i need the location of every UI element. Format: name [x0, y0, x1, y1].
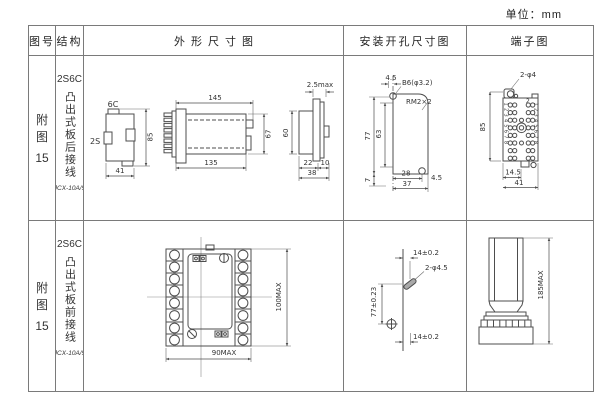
header-fig-no: 图号 [29, 26, 56, 56]
dim-edge-total: 38 [308, 169, 317, 177]
model-label: JCX-10A/5 [56, 184, 84, 192]
header-mounting: 安装开孔尺寸图 [344, 26, 467, 56]
structure-code: 2S6C [56, 239, 82, 250]
unit-label: 单位：mm [505, 9, 562, 21]
front-view: 85 41 6C 2S [90, 100, 155, 179]
label-corner-spec: RM2×2 [406, 98, 432, 106]
dim-edge-height: 60 [282, 129, 290, 138]
dim-vertical-pitch: 77±0.23 [370, 287, 378, 317]
dim-total-height-max: 185MAX [537, 270, 545, 299]
terminal-numbers-left: 12345678 [503, 103, 509, 147]
dim-front-height: 85 [147, 133, 155, 142]
terminal-numbers-right: 12345678 [533, 103, 539, 147]
dim-height-max: 100MAX [275, 282, 283, 311]
label-col-2: 2 [526, 98, 530, 105]
dim-side-length-bottom: 135 [204, 159, 217, 167]
fig-label: 附图 [35, 280, 48, 312]
terminal-strip-right [234, 248, 252, 347]
dim-terminal-height: 85 [479, 123, 487, 132]
dim-width-max: 90MAX [212, 349, 237, 357]
mounting-drawing-front-wiring: 14±0.2 2-φ4.5 77±0.23 14±0.2 [370, 249, 448, 351]
outline-cell-row2: 100MAX 90MAX [84, 221, 344, 391]
fig-no-row2: 附图 15 [29, 221, 56, 391]
terminal-drawing-front-wiring: 185MAX [478, 237, 553, 345]
dim-top-offset: 14±0.2 [413, 249, 439, 257]
dim-front-width: 41 [116, 167, 125, 175]
dim-bottom-mid: 28 [402, 170, 411, 178]
header-outline: 外形尺寸图 [84, 26, 344, 56]
dim-bottom-right: 4.5 [431, 174, 442, 182]
label-slot-holes: 2-φ4.5 [425, 264, 448, 272]
dimension-table: 图号 结构 外形尺寸图 安装开孔尺寸图 端子图 附图 15 2S6C 凸出式板后… [28, 25, 594, 392]
outline-drawing-front-wiring: 100MAX 90MAX [147, 237, 291, 377]
dim-bottom-offset: 14±0.2 [413, 333, 439, 341]
mounting-cell-row1: 4.5 B6(φ3.2) RM2×2 77 63 7 28 4.5 [344, 56, 467, 221]
fig-number: 15 [35, 318, 49, 333]
terminal-drawing-rear-wiring: 2-φ4 2 12345678 12345678 85 [479, 71, 539, 190]
side-view: 145 135 67 [163, 94, 273, 171]
label-hole-spec: B6(φ3.2) [402, 79, 433, 87]
terminal-cell-row2: 185MAX [467, 221, 593, 391]
label-6c: 6C [108, 100, 119, 109]
dim-side-height: 67 [265, 130, 273, 139]
dim-edge-d2: 10 [321, 159, 330, 167]
outline-drawing-rear-wiring: 85 41 6C 2S [90, 81, 334, 181]
label-2s: 2S [90, 137, 100, 146]
dim-bottom-offset: 7 [364, 178, 372, 182]
mounting-cell-row2: 14±0.2 2-φ4.5 77±0.23 14±0.2 [344, 221, 467, 391]
dim-terminal-half-width: 14.5 [505, 169, 521, 177]
dim-side-length-top: 145 [208, 94, 221, 102]
fig-label: 附图 [35, 112, 48, 144]
label-mount-holes: 2-φ4 [520, 71, 537, 79]
dim-hole-pitch-outer: 77 [364, 132, 372, 141]
terminal-strip-left [165, 248, 184, 347]
structure-code: 2S6C [56, 74, 82, 85]
structure-row1: 2S6C 凸出式板后接线 JCX-10A/5 [56, 56, 84, 221]
structure-desc: 凸出式板后接线 [63, 91, 76, 179]
header-structure: 结构 [56, 26, 84, 56]
structure-desc: 凸出式板前接线 [63, 256, 76, 344]
model-label: JCX-10A/5 [56, 349, 84, 357]
dim-hole-pitch-inner: 63 [375, 130, 383, 139]
header-terminal: 端子图 [467, 26, 593, 56]
structure-row2: 2S6C 凸出式板前接线 JCX-10A/5 [56, 221, 84, 391]
fig-number: 15 [35, 150, 49, 165]
dim-panel-thickness: 2.5max [307, 81, 333, 89]
dim-hole-offset: 4.5 [385, 74, 396, 82]
dim-bottom-total: 37 [403, 180, 412, 188]
terminal-cell-row1: 2-φ4 2 12345678 12345678 85 [467, 56, 593, 221]
dim-terminal-width: 41 [515, 179, 524, 187]
dim-edge-d1: 22 [304, 159, 313, 167]
mounting-drawing-rear-wiring: 4.5 B6(φ3.2) RM2×2 77 63 7 28 4.5 [364, 74, 442, 192]
edge-view: 2.5max 60 22 10 38 [282, 81, 334, 181]
outline-cell-row1: 85 41 6C 2S [84, 56, 344, 221]
fig-no-row1: 附图 15 [29, 56, 56, 221]
